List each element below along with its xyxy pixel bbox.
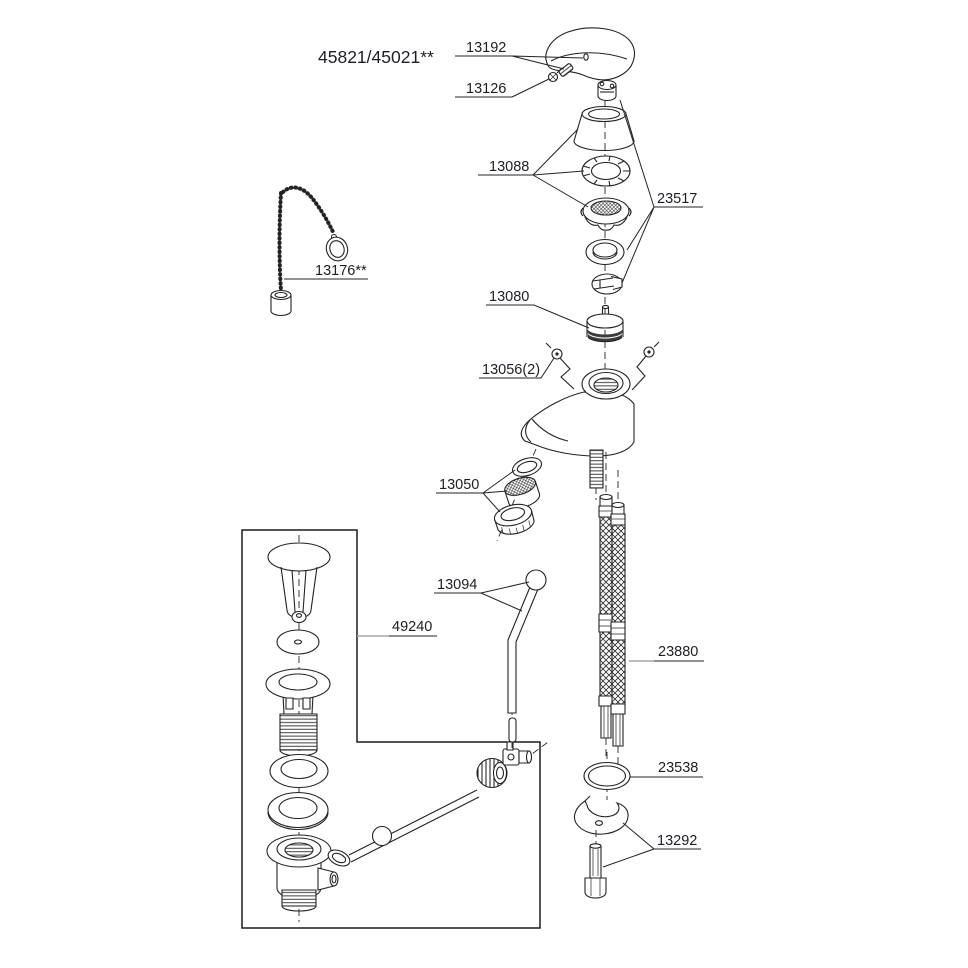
body-screws-drawing (546, 342, 659, 390)
centerlines (299, 99, 605, 922)
popup-washer2-drawing (268, 793, 328, 830)
popup-washer-disc-drawing (277, 630, 319, 654)
notched-ring-drawing (582, 156, 630, 186)
part-label-lift-lever: 13094 (437, 577, 477, 593)
part-label-plug-chain: 13176** (315, 263, 367, 279)
part-label-fixing-kit: 13292 (657, 833, 697, 849)
faucet-body-drawing (521, 369, 634, 488)
aerator-drawing (492, 454, 544, 538)
plug-chain-drawing (271, 187, 351, 315)
horseshoe-washer-drawing (574, 796, 628, 834)
popup-waste-box (242, 530, 540, 928)
part-label-handle: 13192 (466, 40, 506, 56)
part-label-shroud-set: 13088 (489, 159, 529, 175)
handle-screw-drawing (549, 68, 563, 82)
popup-plug-drawing (268, 543, 330, 623)
diagram-title: 45821/45021** (318, 47, 434, 67)
handle-drawing (546, 28, 635, 80)
ring-washer-drawing (586, 240, 624, 265)
part-label-cartridge: 13080 (489, 289, 529, 305)
dome-cover-drawing (574, 107, 634, 151)
leader-lines (284, 56, 704, 867)
part-label-trim-set: 23517 (657, 191, 697, 207)
drain-body-drawing (267, 835, 338, 911)
knurled-dome-nut-drawing (581, 198, 631, 230)
lift-lever-drawing (508, 570, 546, 750)
part-label-aerator: 13050 (439, 477, 479, 493)
popup-flange-drawing (266, 669, 330, 756)
part-label-handle-screw: 13126 (466, 81, 506, 97)
grub-screw-drawing (558, 63, 573, 77)
lift-rod-linkage-drawing (326, 742, 548, 869)
fixing-stud-drawing (585, 830, 606, 898)
part-label-o-ring: 23538 (658, 760, 698, 776)
cartridge-drawing (587, 305, 623, 341)
hose-left-drawing (599, 452, 613, 758)
part-label-popup-waste: 49240 (392, 619, 432, 635)
hose-right-drawing (611, 470, 625, 768)
valve-adapter-drawing (598, 81, 616, 101)
c-clip-drawing (592, 274, 622, 294)
part-label-body-screws: 13056(2) (482, 362, 540, 378)
threaded-shank-drawing (590, 450, 603, 488)
o-ring-drawing (584, 752, 630, 800)
part-label-hoses: 23880 (658, 644, 698, 660)
popup-washer1-drawing (270, 755, 328, 788)
